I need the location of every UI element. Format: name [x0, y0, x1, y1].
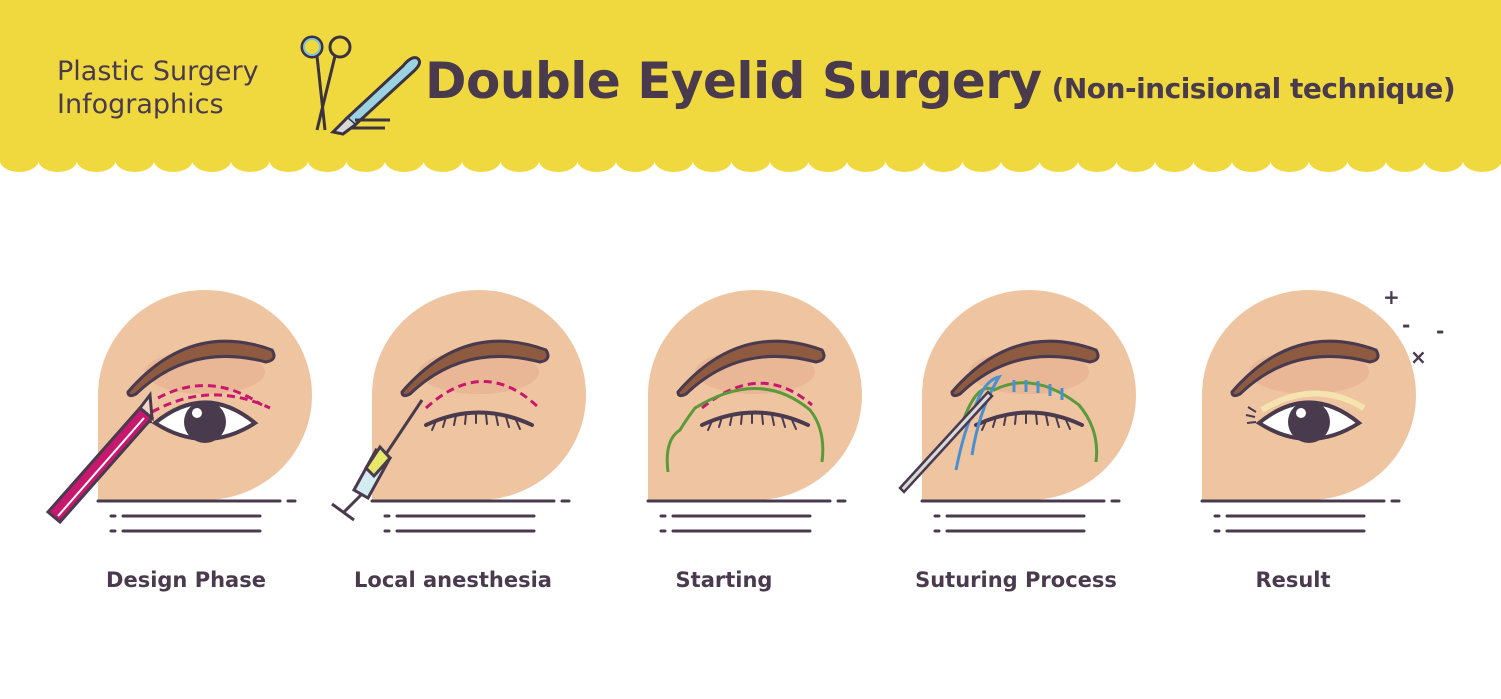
step-suturing-process-illustration — [864, 280, 1164, 540]
step-label: Design Phase — [106, 568, 266, 592]
title-note: (Non-incisional technique) — [1051, 72, 1456, 105]
step-result-illustration — [1144, 280, 1444, 540]
minus-mark: - — [1402, 313, 1411, 337]
cross-mark: × — [1410, 345, 1427, 369]
step-local-anesthesia-illustration — [314, 280, 614, 540]
step-starting-illustration — [590, 280, 890, 540]
header-banner — [0, 0, 1501, 160]
syringe-icon — [331, 399, 424, 522]
scallop-edge — [0, 150, 1501, 174]
suture-needle-icon — [898, 390, 994, 494]
result-sparkle-marks: + - - × — [1380, 285, 1460, 375]
plus-mark: + — [1383, 285, 1400, 309]
page-title: Double Eyelid Surgery (Non-incisional tec… — [425, 52, 1456, 110]
subtitle-line-2: Infographics — [57, 89, 224, 120]
step-design-phase-illustration — [40, 280, 340, 540]
marker-pencil-icon — [45, 391, 155, 525]
title-text: Double Eyelid Surgery — [425, 52, 1042, 110]
subtitle-line-1: Plastic Surgery — [57, 56, 259, 87]
design-marking-lines — [151, 384, 271, 414]
step-label: Local anesthesia — [354, 568, 552, 592]
header-subtitle: Plastic Surgery Infographics — [57, 55, 259, 121]
step-label: Suturing Process — [915, 568, 1117, 592]
step-label: Result — [1255, 568, 1331, 592]
step-label: Starting — [675, 568, 773, 592]
scissors-scalpel-icon — [300, 35, 422, 136]
minus-mark: - — [1436, 319, 1445, 343]
